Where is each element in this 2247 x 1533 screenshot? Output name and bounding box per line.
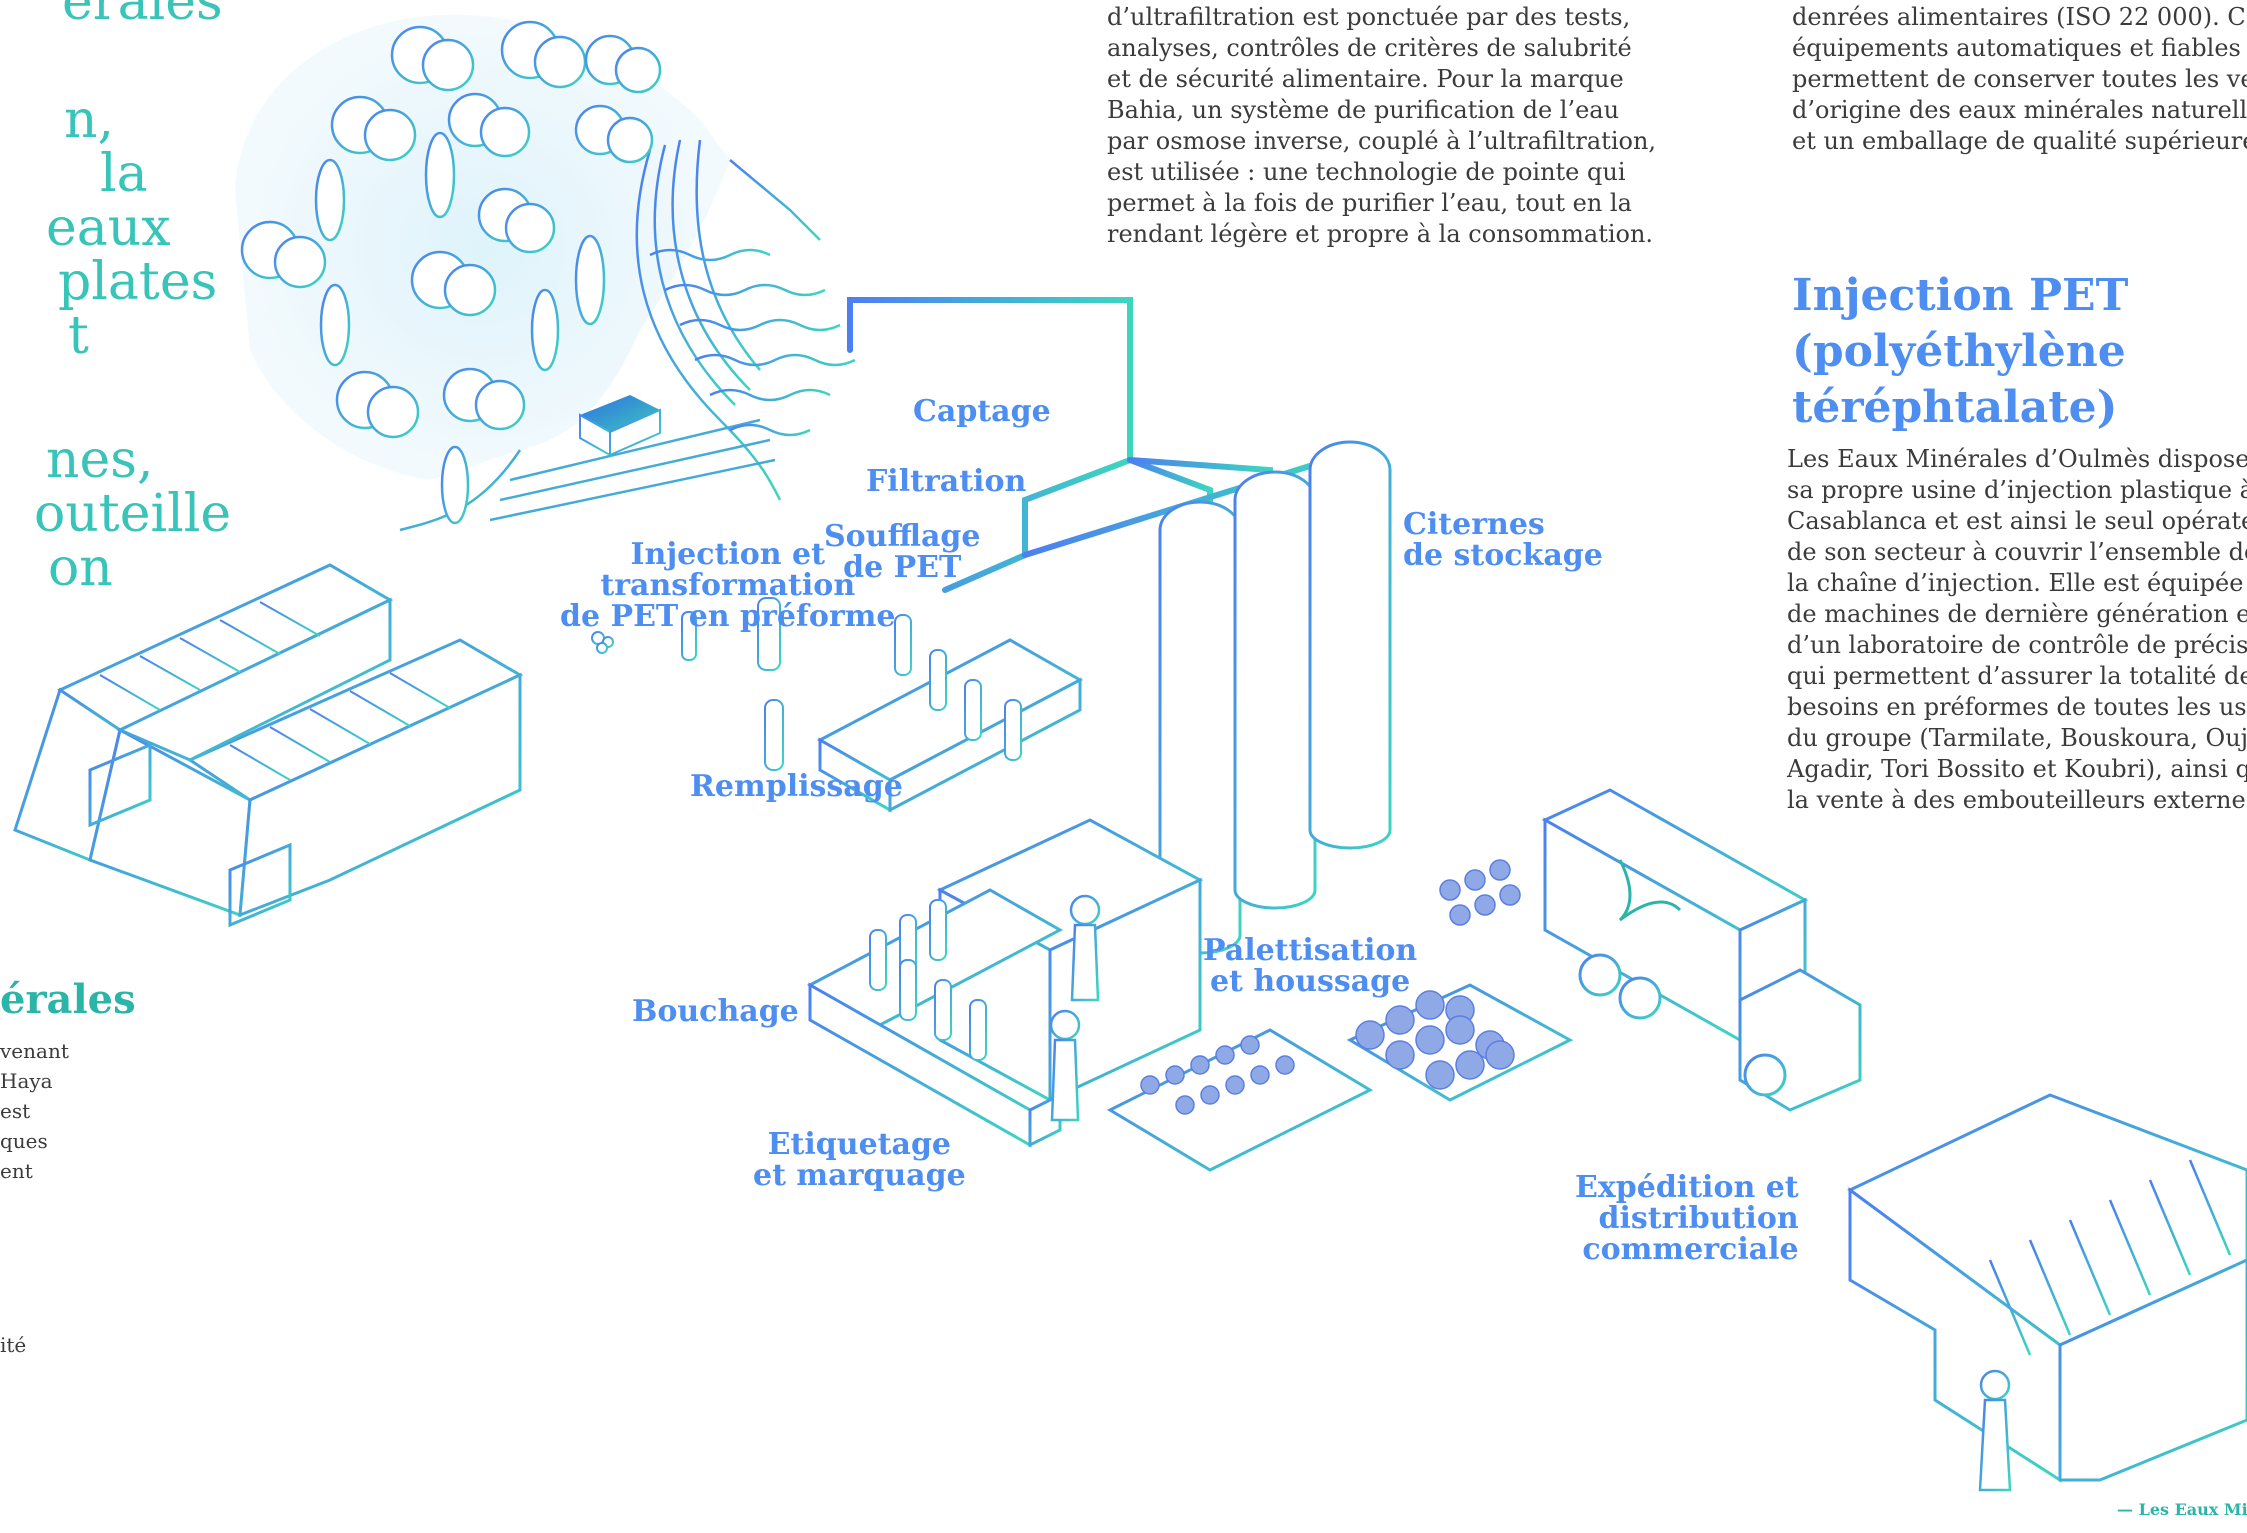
paragraph-line: d’un laboratoire de contrôle de précisio… <box>1787 631 2247 659</box>
bottles <box>764 614 1022 1061</box>
footer-brand: — Les Eaux Mi <box>2117 1500 2247 1519</box>
paragraph-line: équipements automatiques et fiables <box>1792 34 2241 62</box>
left-body-line-4: ques <box>0 1129 48 1153</box>
paragraph-line: sa propre usine d’injection plastique à <box>1787 476 2247 504</box>
label-expedition: Expédition et distribution commerciale <box>1575 1170 1799 1267</box>
left-heading-line-8: outeille <box>34 484 232 544</box>
truck <box>1541 788 1862 1112</box>
left-heading-line-3: la <box>100 144 148 204</box>
label-remplissage: Remplissage <box>690 769 903 804</box>
right-section-heading: Injection PET (polyéthylène téréphtalate… <box>1792 268 2128 436</box>
paragraph-line: la chaîne d’injection. Elle est équipée <box>1787 569 2244 597</box>
left-section-title: érales <box>0 976 136 1023</box>
paragraph-line: d’origine des eaux minérales naturelles <box>1792 96 2247 124</box>
label-bouchage: Bouchage <box>632 994 799 1029</box>
shop-building <box>1847 1093 2247 1483</box>
paragraph-line: est utilisée : une technologie de pointe… <box>1107 158 1626 186</box>
paragraph-line: Agadir, Tori Bossito et Koubri), ainsi q… <box>1787 755 2247 783</box>
paragraph-line: par osmose inverse, couplé à l’ultrafilt… <box>1107 127 1657 155</box>
left-heading-line-1: érales <box>62 0 223 32</box>
paragraph-line: du groupe (Tarmilate, Bouskoura, Oujda, <box>1787 724 2247 752</box>
paragraph-line: et un emballage de qualité supérieure. <box>1792 127 2247 155</box>
paragraph-line: de son secteur à couvrir l’ensemble de <box>1787 538 2247 566</box>
heading-line: Injection PET <box>1792 270 2129 321</box>
left-body-line-6: ité <box>0 1333 27 1357</box>
brand-logo <box>1618 859 1682 922</box>
left-heading-line-6: t <box>68 306 89 366</box>
paragraph-line: rendant légère et propre à la consommati… <box>1107 220 1654 248</box>
label-citernes: Citernes de stockage <box>1403 507 1603 573</box>
label-captage: Captage <box>913 394 1051 429</box>
paragraph-line: et de sécurité alimentaire. Pour la marq… <box>1107 65 1624 93</box>
left-body-line-3: est <box>0 1099 31 1123</box>
left-heading-line-7: nes, <box>46 430 154 490</box>
paragraph-line: permet à la fois de purifier l’eau, tout… <box>1107 189 1632 217</box>
paragraph-line: analyses, contrôles de critères de salub… <box>1107 34 1632 62</box>
left-body-line-1: venant <box>0 1039 69 1063</box>
paragraph-line: d’ultrafiltration est ponctuée par des t… <box>1107 3 1631 31</box>
pallet-bottles <box>1140 859 1521 1115</box>
left-heading-line-9: on <box>48 538 113 598</box>
factory-roof-panels <box>99 601 451 781</box>
trees <box>240 20 662 525</box>
workers <box>1049 894 1101 1122</box>
water-waves <box>649 248 856 437</box>
shop-awning <box>1988 1159 2232 1356</box>
heading-line: téréphtalate) <box>1792 382 2118 433</box>
left-heading-line-2: n, <box>64 90 115 150</box>
injection-icons <box>591 597 781 671</box>
factory-building <box>13 563 524 928</box>
top-middle-paragraph: d’ultrafiltration est ponctuée par des t… <box>1107 2 1656 250</box>
label-palettisation: Palettisation et houssage <box>1203 933 1418 999</box>
paragraph-line: qui permettent d’assurer la totalité des <box>1787 662 2247 690</box>
top-right-paragraph: denrées alimentaires (ISO 22 000). Ces é… <box>1792 2 2247 157</box>
heading-line: (polyéthylène <box>1792 326 2126 377</box>
paragraph-line: la vente à des embouteilleurs externes. <box>1787 786 2247 814</box>
shop-worker <box>1978 1369 2012 1492</box>
paragraph-line: besoins en préformes de toutes les usine… <box>1787 693 2247 721</box>
label-injection: Injection et transformation de PET en pr… <box>560 537 896 634</box>
small-house <box>579 395 661 457</box>
left-body-line-2: Haya <box>0 1069 53 1093</box>
paragraph-line: permettent de conserver toutes les vertu… <box>1792 65 2247 93</box>
paragraph-line: Casablanca et est ainsi le seul opérateu… <box>1787 507 2247 535</box>
label-filtration: Filtration <box>866 464 1027 499</box>
right-body-paragraph: Les Eaux Minérales d’Oulmès dispose de s… <box>1787 444 2247 816</box>
left-heading-line-5: plates <box>58 252 218 312</box>
left-heading-line-4: eaux <box>46 198 171 258</box>
storage-tanks <box>1158 440 1392 955</box>
paragraph-line: Les Eaux Minérales d’Oulmès dispose de <box>1787 445 2247 473</box>
label-etiquetage: Etiquetage et marquage <box>753 1127 966 1193</box>
label-soufflage: Soufflage de PET <box>824 519 981 585</box>
left-body-line-5: ent <box>0 1159 33 1183</box>
paragraph-line: Bahia, un système de purification de l’e… <box>1107 96 1620 124</box>
paragraph-line: denrées alimentaires (ISO 22 000). Ces <box>1792 3 2247 31</box>
paragraph-line: de machines de dernière génération et <box>1787 600 2247 628</box>
